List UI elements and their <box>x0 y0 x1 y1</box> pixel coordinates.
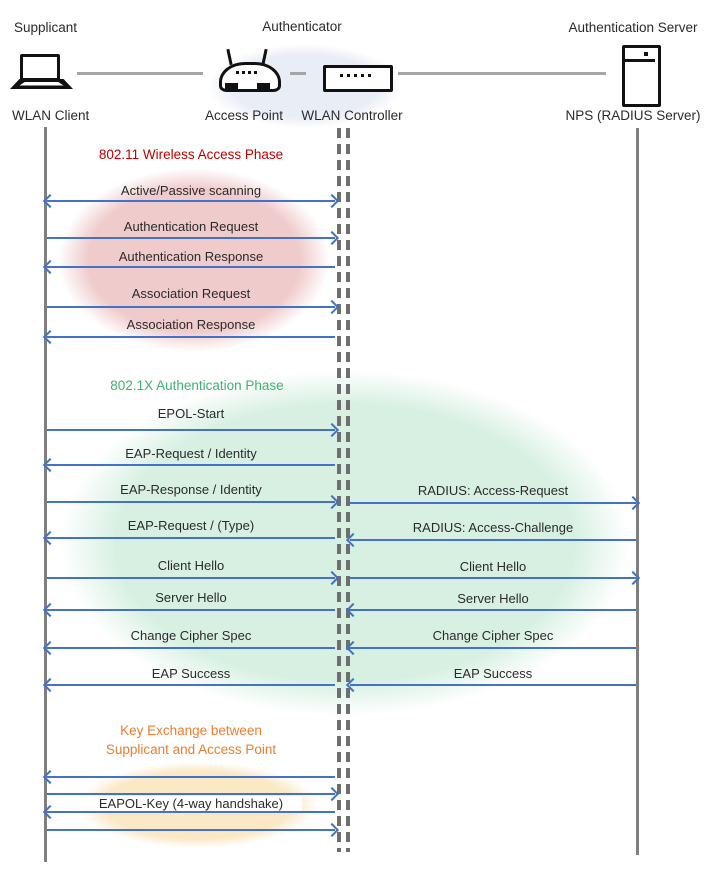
message-label: Association Request <box>131 286 251 301</box>
lifeline-controller-dashed-right <box>346 128 350 852</box>
message-label: EAPOL-Key (4-way handshake) <box>80 796 302 812</box>
connector-line-controller-server <box>398 72 606 75</box>
message-arrow <box>350 577 636 579</box>
connector-line-client-ap <box>77 72 203 75</box>
message-arrow <box>47 811 335 813</box>
message-arrow <box>47 464 335 466</box>
message-label: EAP Success <box>151 666 231 681</box>
role-supplicant: Supplicant <box>14 20 78 35</box>
message-label: EAP-Request / (Type) <box>127 518 255 533</box>
message-arrow <box>350 684 636 686</box>
node-access-point: Access Point <box>204 108 284 123</box>
message-arrow <box>47 793 335 795</box>
phase1-ellipse <box>58 168 330 352</box>
message-arrow <box>47 647 335 649</box>
message-label: RADIUS: Access-Request <box>417 483 569 498</box>
message-arrow <box>47 200 335 202</box>
message-label: EAP-Response / Identity <box>120 482 262 497</box>
message-arrow <box>350 502 636 504</box>
message-arrow <box>47 537 335 539</box>
message-arrow <box>47 306 335 308</box>
message-arrow <box>47 776 335 778</box>
message-label: Change Cipher Spec <box>432 628 554 643</box>
phase2-title: 802.1X Authentication Phase <box>110 378 284 393</box>
message-label: EPOL-Start <box>157 406 225 421</box>
message-label: Authentication Request <box>123 219 259 234</box>
message-label: Server Hello <box>155 590 227 605</box>
message-arrow <box>350 647 636 649</box>
message-arrow <box>47 266 335 268</box>
message-arrow <box>47 336 335 338</box>
laptop-icon <box>10 52 74 91</box>
message-arrow <box>47 429 335 431</box>
lifeline-radius-server <box>636 128 639 855</box>
message-arrow <box>47 609 335 611</box>
message-arrow <box>47 577 335 579</box>
message-label: EAP-Request / Identity <box>125 446 257 461</box>
message-arrow <box>47 237 335 239</box>
message-arrow <box>47 829 335 831</box>
message-label: Authentication Response <box>118 249 264 264</box>
server-icon <box>622 45 661 107</box>
lifeline-wlan-client <box>44 127 47 862</box>
message-label: Server Hello <box>457 591 529 606</box>
message-arrow <box>350 609 636 611</box>
message-label: RADIUS: Access-Challenge <box>412 520 574 535</box>
phase3-title-line1: Key Exchange between <box>120 723 262 738</box>
message-arrow <box>47 501 335 503</box>
phase2-ellipse <box>60 370 630 716</box>
message-label: Client Hello <box>157 558 225 573</box>
message-label: Association Response <box>126 317 256 332</box>
connector-line-ap-controller <box>290 72 306 75</box>
node-radius-server: NPS (RADIUS Server) <box>565 108 701 123</box>
role-authentication-server: Authentication Server <box>568 20 698 35</box>
node-wlan-client: WLAN Client <box>12 108 90 123</box>
message-label: Change Cipher Spec <box>130 628 252 643</box>
access-point-icon <box>217 48 281 92</box>
node-wlan-controller: WLAN Controller <box>301 108 403 123</box>
phase1-title: 802.11 Wireless Access Phase <box>98 147 284 162</box>
message-arrow <box>47 684 335 686</box>
role-authenticator: Authenticator <box>262 19 342 34</box>
phase3-title-line2: Supplicant and Access Point <box>105 742 277 757</box>
message-label: Active/Passive scanning <box>120 183 262 198</box>
wlan-controller-icon <box>323 65 393 92</box>
lifeline-controller-dashed-left <box>337 128 341 852</box>
message-arrow <box>350 539 636 541</box>
message-label: EAP Success <box>453 666 533 681</box>
message-label: Client Hello <box>459 559 527 574</box>
